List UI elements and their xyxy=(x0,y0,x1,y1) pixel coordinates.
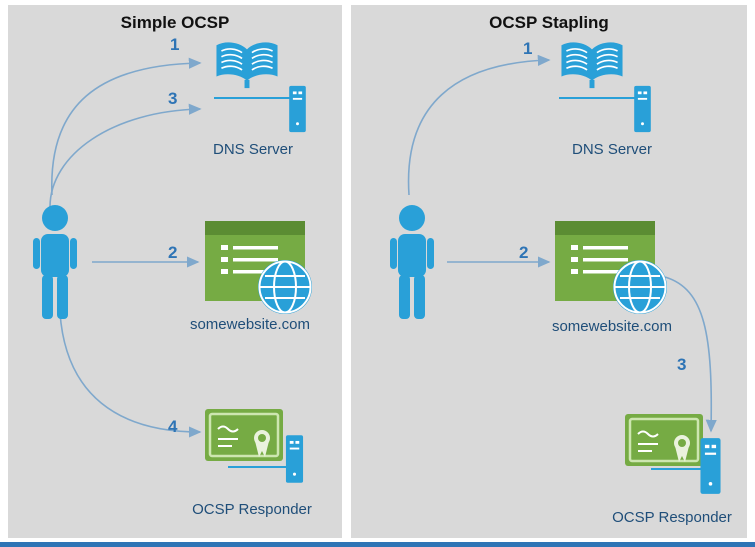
dns-server-label: DNS Server xyxy=(212,141,294,158)
server-tower-icon xyxy=(289,85,306,133)
ocsp-responder-label: OCSP Responder xyxy=(612,509,732,526)
directory-book-icon xyxy=(561,42,623,89)
step-number-4: 4 xyxy=(168,417,178,436)
arrow-client-to-dns-step1 xyxy=(51,57,202,196)
step-number-1: 1 xyxy=(523,39,533,58)
dns-base-line xyxy=(559,97,635,99)
directory-book-icon xyxy=(216,42,278,89)
person-icon xyxy=(390,205,434,319)
server-tower-icon xyxy=(700,438,721,494)
simple-ocsp-panel: Simple OCSP xyxy=(8,5,342,538)
certificate-icon xyxy=(205,409,283,461)
arrow-client-to-dns-step3 xyxy=(49,103,202,208)
simple-ocsp-title: Simple OCSP xyxy=(120,13,230,32)
server-tower-icon xyxy=(285,435,304,483)
dns-server-label: DNS Server xyxy=(571,141,653,158)
certificate-icon xyxy=(625,414,703,466)
arrow-client-to-dns-step1 xyxy=(407,54,551,196)
website-label: somewebsite.com xyxy=(551,318,673,335)
website-label: somewebsite.com xyxy=(189,316,311,333)
step-number-3: 3 xyxy=(677,355,687,374)
person-icon xyxy=(33,205,77,319)
ocsp-stapling-title: OCSP Stapling xyxy=(489,13,609,32)
server-tower-icon xyxy=(634,85,651,133)
step-number-1: 1 xyxy=(170,35,180,54)
ocsp-responder-label: OCSP Responder xyxy=(192,501,312,518)
step-number-2: 2 xyxy=(168,243,178,262)
ocsp-base-line xyxy=(228,466,286,468)
ocsp-base-line xyxy=(651,468,701,470)
ocsp-stapling-panel: OCSP Stapling xyxy=(351,5,747,538)
window-bottom-edge xyxy=(0,542,755,547)
dns-base-line xyxy=(214,97,290,99)
arrow-website-to-ocsp-step3 xyxy=(664,276,717,433)
step-number-3: 3 xyxy=(168,89,178,108)
globe-icon xyxy=(613,260,667,314)
globe-icon xyxy=(258,260,312,314)
step-number-2: 2 xyxy=(519,243,529,262)
